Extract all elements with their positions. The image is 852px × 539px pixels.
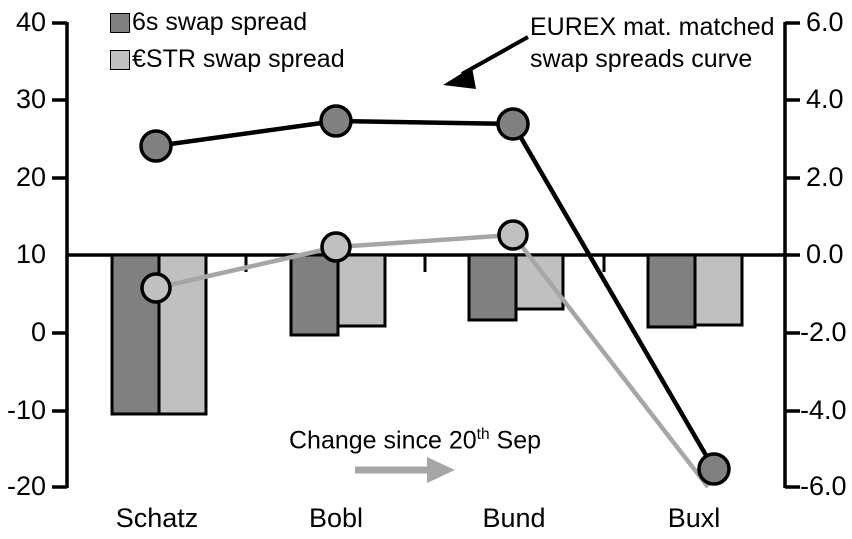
change-since-superscript: th: [476, 426, 490, 443]
change-since-prefix: Change since 20: [289, 426, 477, 455]
bar-estr-bobl: [336, 253, 387, 328]
bar-6s-bobl: [289, 253, 340, 337]
left-axis-tick-0: 0: [30, 317, 46, 347]
callout-text-line2: swap spreads curve: [530, 45, 753, 73]
right-axis-tick-6: 6.0: [806, 7, 844, 37]
legend-swatch-6s: [110, 13, 130, 33]
line-eurex-markers: [139, 104, 731, 486]
legend-swatch-estr: [110, 50, 130, 70]
bar-estr-bund: [514, 253, 565, 311]
right-axis: [783, 21, 800, 489]
callout-arrow-icon: [443, 35, 529, 89]
right-axis-tick-0: 0.0: [806, 239, 844, 269]
bar-group-bobl: [289, 253, 387, 337]
bar-group-buxl: [646, 253, 744, 329]
change-arrow-icon: [355, 457, 455, 483]
left-axis-tick-neg10: -10: [6, 395, 46, 425]
legend-label-estr: €STR swap spread: [132, 45, 345, 73]
bar-estr-buxl: [693, 253, 744, 327]
line-estr-curve: [155, 232, 710, 489]
left-axis-tick-20: 20: [15, 162, 46, 192]
x-axis-label-schatz: Schatz: [115, 503, 199, 533]
x-axis-label-bobl: Bobl: [308, 503, 364, 533]
callout-text-line1: EUREX mat. matched: [530, 13, 775, 41]
bar-6s-bund: [467, 253, 518, 322]
right-axis-tick-neg4: -4.0: [800, 395, 847, 425]
change-since-note: Change since 20th Sep: [289, 427, 541, 453]
line-eurex-curve: [155, 118, 716, 471]
left-axis-tick-10: 10: [15, 239, 46, 269]
line-estr-markers: [140, 219, 529, 304]
right-axis-tick-neg6: -6.0: [800, 471, 847, 501]
left-axis-tick-neg20: -20: [6, 471, 46, 501]
right-axis-tick-2: 2.0: [806, 162, 844, 192]
left-axis-tick-30: 30: [15, 84, 46, 114]
left-axis-tick-40: 40: [15, 7, 46, 37]
right-axis-tick-neg2: -2.0: [800, 317, 847, 347]
legend-label-6s: 6s swap spread: [132, 8, 308, 36]
bar-group-bund: [467, 253, 565, 322]
change-since-suffix: Sep: [489, 426, 542, 455]
x-axis-label-bund: Bund: [482, 503, 546, 533]
right-axis-tick-4: 4.0: [806, 84, 844, 114]
x-axis-label-buxl: Buxl: [667, 503, 721, 533]
left-axis: [52, 21, 69, 489]
bar-6s-buxl: [646, 253, 697, 329]
